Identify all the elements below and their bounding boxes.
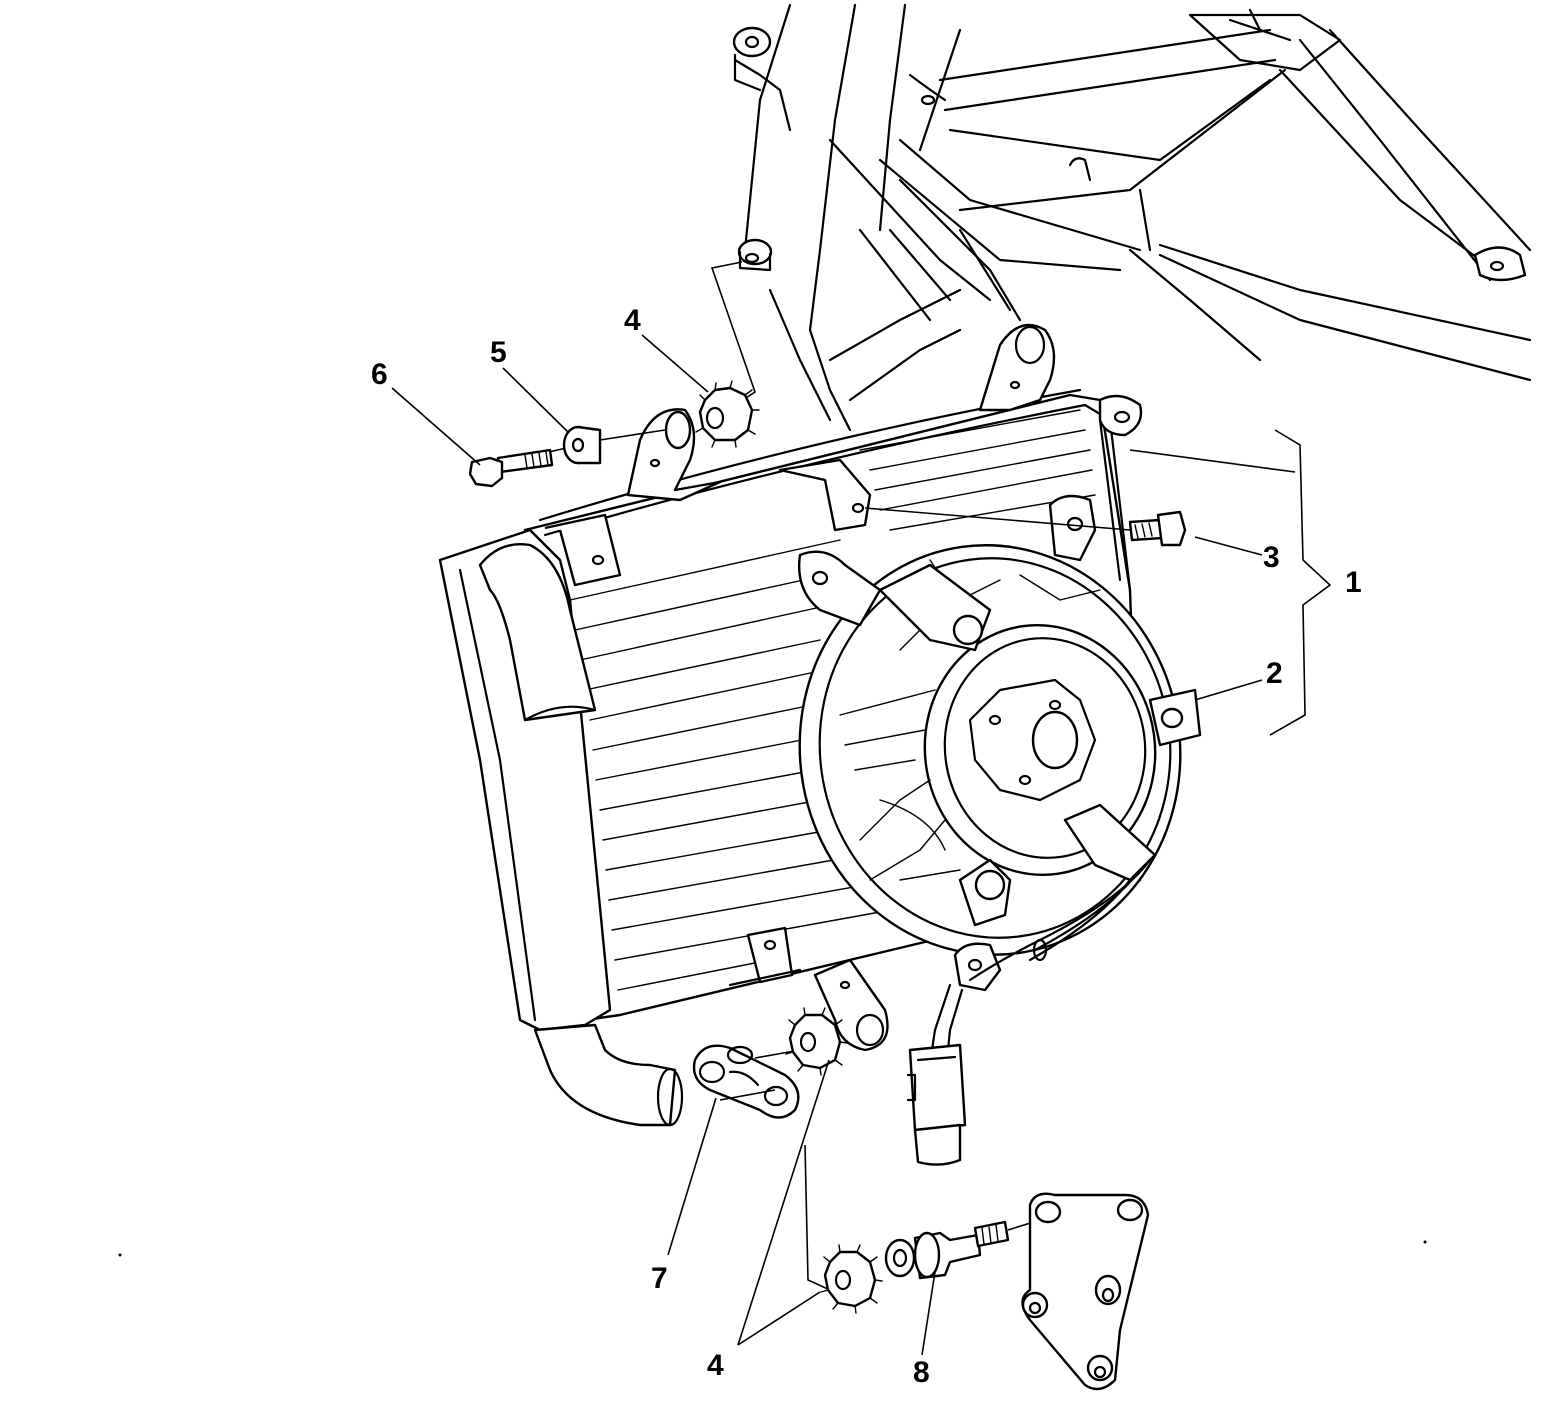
part-4-grommet-middle <box>785 1007 848 1076</box>
part-7-link-plate <box>692 1044 800 1119</box>
lower-mount-parts <box>692 1007 1150 1391</box>
cooling-fan <box>798 494 1202 1166</box>
leader-lines <box>391 334 1263 1356</box>
upper-mount-parts <box>468 261 760 488</box>
engine-mount-bracket <box>1021 1192 1150 1391</box>
assembly-1-brace <box>1269 429 1332 736</box>
callouts: 1 2 3 4 4 5 6 7 8 <box>371 304 1362 1389</box>
part-5-spacer <box>562 425 602 465</box>
print-dot <box>1423 1240 1427 1244</box>
callout-3: 3 <box>1263 541 1280 574</box>
callout-4-lower: 4 <box>707 1349 724 1382</box>
part-8-spacer-bolt <box>884 1219 1041 1280</box>
radiator-fins <box>569 539 881 991</box>
part-6-bolt <box>468 448 554 488</box>
callout-8: 8 <box>913 1356 930 1389</box>
callout-2: 2 <box>1266 657 1283 690</box>
callout-7: 7 <box>651 1262 668 1295</box>
part-3-screw <box>864 507 1187 547</box>
part-4-grommet-upper <box>695 380 760 448</box>
callout-4-upper: 4 <box>624 304 641 337</box>
print-dot <box>118 1253 122 1257</box>
callout-5: 5 <box>490 336 507 369</box>
callout-1: 1 <box>1345 566 1362 599</box>
part-4-grommet-lower <box>820 1244 883 1314</box>
callout-6: 6 <box>371 358 388 391</box>
fan-connector <box>906 1043 967 1166</box>
motorcycle-frame <box>732 3 1532 432</box>
